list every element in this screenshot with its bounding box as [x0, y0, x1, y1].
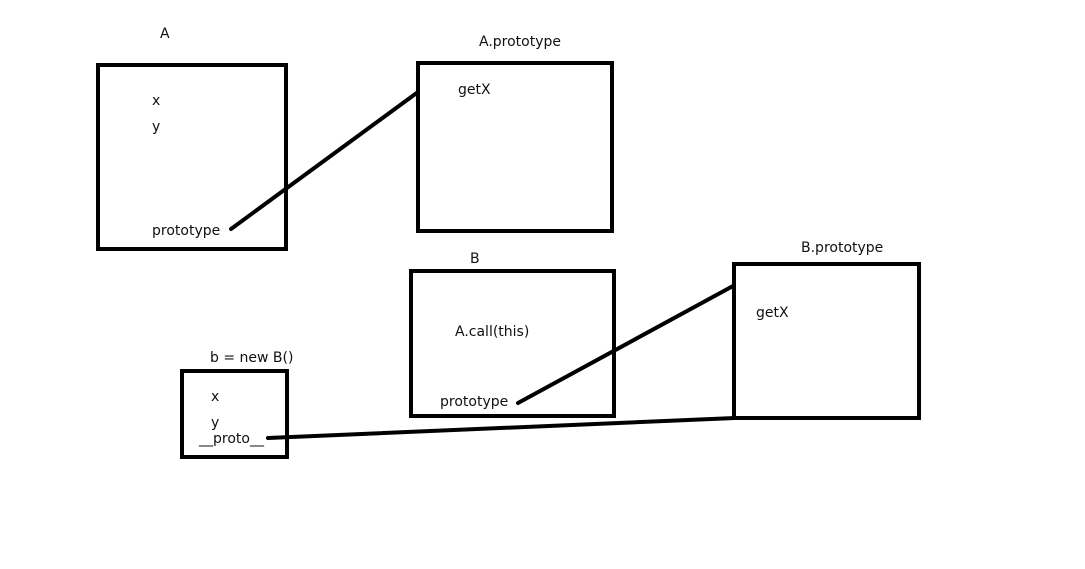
node-a-field-x: x: [152, 93, 161, 109]
node-a-box: [96, 63, 288, 251]
node-b-instance-field-y: y: [211, 415, 220, 431]
node-b-proto-box: [732, 262, 921, 420]
node-b-proto-title: B.prototype: [801, 240, 884, 256]
node-b-field-prototype: prototype: [440, 394, 509, 410]
node-b-field-call: A.call(this): [455, 324, 530, 340]
node-a-title: A: [160, 26, 170, 42]
edge-b-proto-link: [266, 416, 737, 440]
node-b-proto-field-getx: getX: [756, 305, 789, 321]
node-b-instance-title: b = new B(): [210, 350, 294, 366]
node-b-box: [409, 269, 616, 418]
node-b-title: B: [470, 251, 480, 267]
node-a-field-y: y: [152, 119, 161, 135]
edge-a-prototype-link: [229, 90, 420, 231]
node-a-proto-box: [416, 61, 614, 233]
node-b-instance-field-proto: __proto__: [199, 431, 264, 447]
node-a-proto-title: A.prototype: [479, 34, 562, 50]
node-a-field-prototype: prototype: [152, 223, 221, 239]
edge-b-prototype-link: [516, 284, 735, 405]
node-b-instance-field-x: x: [211, 389, 220, 405]
node-b-instance-box: [180, 369, 289, 459]
node-a-proto-field-getx: getX: [458, 82, 491, 98]
